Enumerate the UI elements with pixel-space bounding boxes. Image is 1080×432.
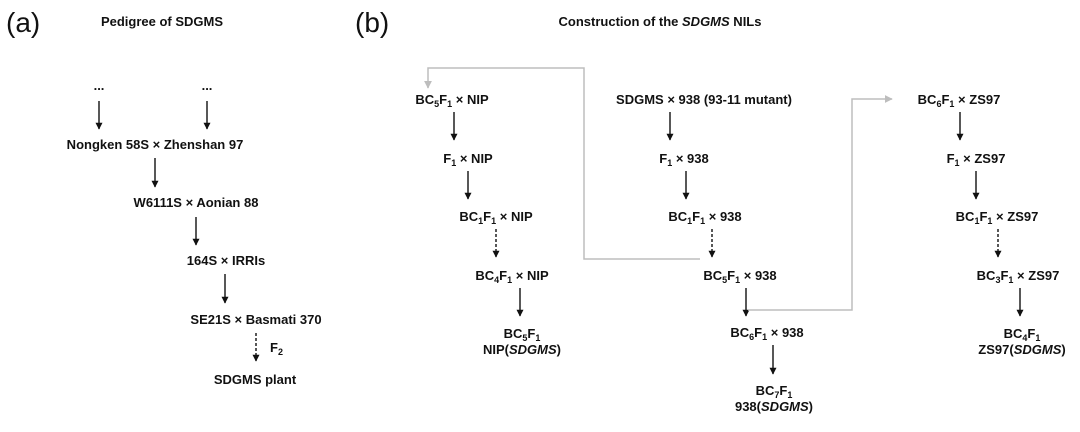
nip-node-3: BC1F1 × NIP	[459, 209, 533, 226]
nip-node-5a: BC5F1	[503, 326, 541, 343]
pedigree-node-5: SDGMS plant	[213, 372, 297, 387]
c938-node-3: BC1F1 × 938	[668, 209, 742, 226]
c938-node-5: BC6F1 × 938	[730, 325, 804, 342]
pedigree-node-4: SE21S × Basmati 370	[190, 312, 322, 327]
panel-label-a: (a)	[6, 7, 41, 38]
zs97-node-3: BC1F1 × ZS97	[955, 209, 1039, 226]
nip-node-2: F1 × NIP	[443, 151, 493, 168]
pedigree-node-3: 164S × IRRIs	[186, 253, 266, 268]
ellipsis-left: ...	[93, 78, 105, 93]
connector-bc5-938-to-zs97	[748, 95, 893, 311]
pedigree-node-2: W6111S × Aonian 88	[133, 195, 259, 210]
connector-bc5-938-to-nip	[424, 67, 700, 260]
nip-node-1: BC5F1 × NIP	[415, 92, 489, 109]
zs97-node-5a: BC4F1	[1003, 326, 1041, 343]
panel-a-title: Pedigree of SDGMS	[100, 14, 224, 29]
c938-node-4: BC5F1 × 938	[703, 268, 777, 285]
zs97-node-1: BC6F1 × ZS97	[917, 92, 1001, 109]
nip-node-4: BC4F1 × NIP	[475, 268, 549, 285]
c938-node-1: SDGMS × 938 (93-11 mutant)	[616, 92, 792, 107]
zs97-node-2: F1 × ZS97	[946, 151, 1006, 168]
ellipsis-right: ...	[201, 78, 213, 93]
c938-node-6b: 938(SDGMS)	[734, 399, 814, 414]
f2-label: F2	[270, 340, 283, 357]
zs97-node-5b: ZS97(SDGMS)	[978, 342, 1066, 357]
nip-node-5b: NIP(SDGMS)	[482, 342, 562, 357]
c938-node-6a: BC7F1	[755, 383, 793, 400]
c938-node-2: F1 × 938	[659, 151, 709, 168]
zs97-node-4: BC3F1 × ZS97	[976, 268, 1060, 285]
pedigree-node-1: Nongken 58S × Zhenshan 97	[66, 137, 244, 152]
panel-label-b: (b)	[355, 7, 390, 38]
panel-b-title: Construction of the SDGMS NILs	[558, 14, 762, 29]
